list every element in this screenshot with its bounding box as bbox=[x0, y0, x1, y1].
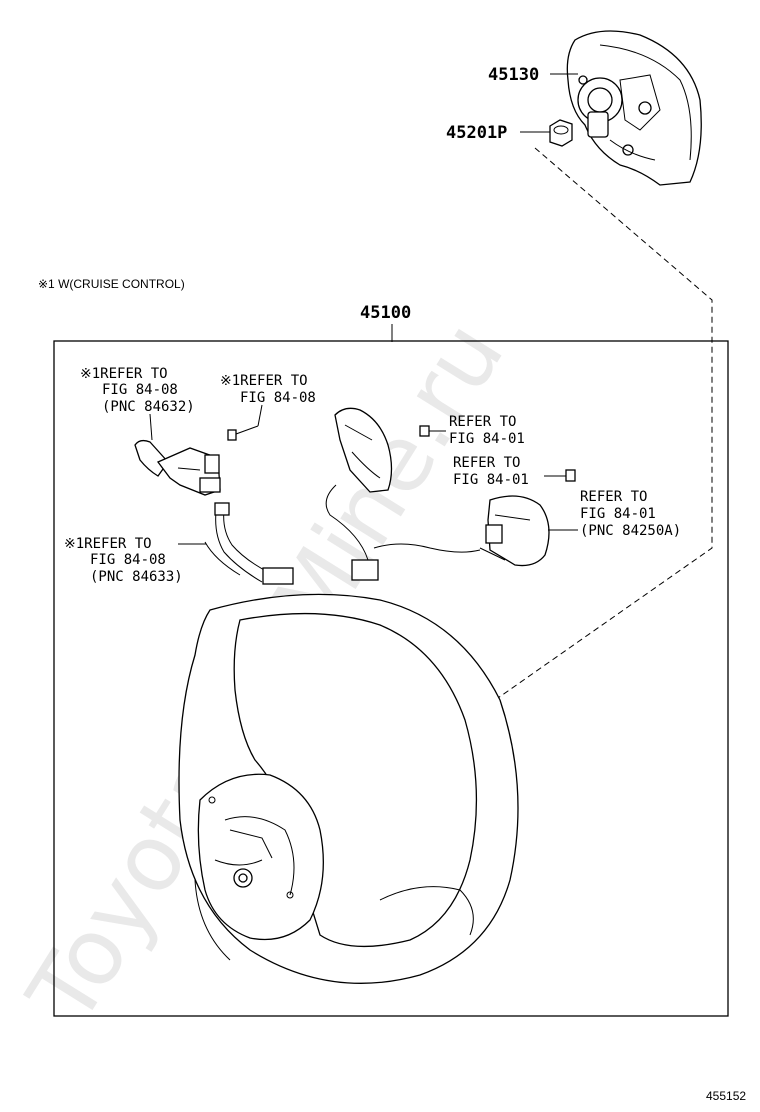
right-switch-reference: REFER TO FIG 84-01 (PNC 84250A) bbox=[548, 489, 681, 539]
airbag-number: 45130 bbox=[488, 65, 539, 85]
assembly-frame bbox=[53, 340, 729, 1017]
stalk-screw-reference: ※1REFER TO FIG 84-08 bbox=[220, 373, 316, 427]
right-steering-switch bbox=[479, 495, 550, 567]
right-switch-ref-line-1: REFER TO bbox=[580, 489, 647, 505]
left-switch-ref-line-2: FIG 84-01 bbox=[449, 431, 525, 447]
nut-number: 45201P bbox=[446, 123, 507, 143]
stalk-screw-ref-line-1: ※1REFER TO bbox=[220, 373, 308, 389]
stalk-screw bbox=[227, 425, 259, 441]
left-switch-ref-line-1: REFER TO bbox=[449, 414, 516, 430]
harness-ref-line-1: ※1REFER TO bbox=[64, 536, 152, 552]
airbag-module bbox=[566, 30, 702, 186]
harness-ref-line-2: FIG 84-08 bbox=[90, 552, 166, 568]
figure-number: 455152 bbox=[706, 1089, 746, 1103]
stalk-ref-line-3: (PNC 84632) bbox=[102, 399, 195, 415]
stalk-screw-ref-line-2: FIG 84-08 bbox=[240, 390, 316, 406]
harness-reference: ※1REFER TO FIG 84-08 (PNC 84633) bbox=[64, 536, 206, 585]
wire-harness bbox=[204, 502, 294, 585]
right-switch-ref-line-3: (PNC 84250A) bbox=[580, 523, 681, 539]
right-switch-screw bbox=[544, 469, 576, 482]
left-steering-switch bbox=[325, 407, 481, 581]
assembly-number: 45100 bbox=[360, 303, 411, 323]
steering-wheel bbox=[178, 593, 519, 984]
cruise-stalk-switch bbox=[134, 439, 221, 496]
stalk-ref-line-2: FIG 84-08 bbox=[102, 382, 178, 398]
right-screw-reference: REFER TO FIG 84-01 bbox=[453, 455, 529, 488]
cruise-control-note: ※1 W(CRUISE CONTROL) bbox=[38, 277, 185, 291]
left-switch-reference: REFER TO FIG 84-01 bbox=[449, 414, 525, 447]
right-switch-ref-line-2: FIG 84-01 bbox=[580, 506, 656, 522]
stalk-reference: ※1REFER TO FIG 84-08 (PNC 84632) bbox=[80, 366, 195, 441]
left-switch-screw bbox=[419, 425, 446, 437]
harness-ref-line-3: (PNC 84633) bbox=[90, 569, 183, 585]
nut-part bbox=[549, 119, 573, 147]
right-screw-ref-line-2: FIG 84-01 bbox=[453, 472, 529, 488]
stalk-ref-line-1: ※1REFER TO bbox=[80, 366, 168, 382]
right-screw-ref-line-1: REFER TO bbox=[453, 455, 520, 471]
